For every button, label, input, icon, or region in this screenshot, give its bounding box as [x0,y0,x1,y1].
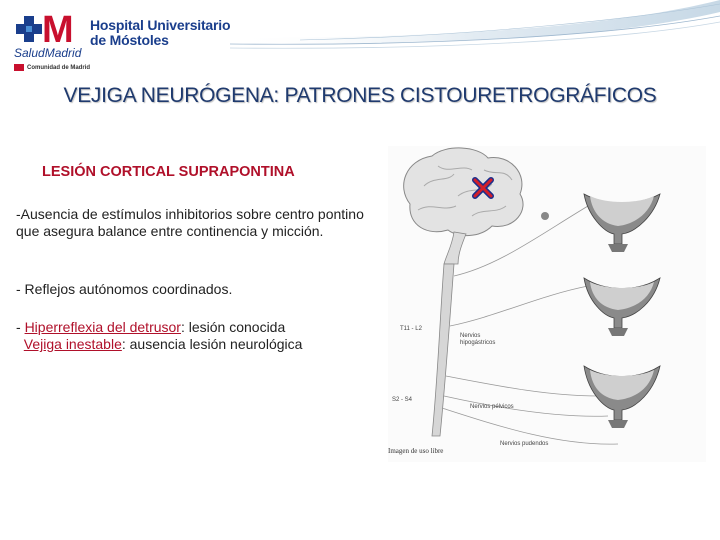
term-vejiga-inestable: Vejiga inestable [23,336,122,352]
section-title: LESIÓN CORTICAL SUPRAPONTINA [42,164,295,180]
hospital-logo: M Hospital Universitario de Móstoles Sal… [14,10,231,78]
spinal-cord [431,263,455,437]
bullet-ausencia: -Ausencia de estímulos inhibitorios sobr… [16,206,364,239]
term-hiperreflexia: Hiperreflexia del detrusor [24,319,181,335]
header-swoosh [229,0,720,49]
page-title: VEJIGA NEURÓGENA: PATRONES CISTOURETROGR… [63,84,657,107]
logo-letter: M [42,9,74,51]
logo-comunidad-text: Comunidad de Madrid [27,65,90,72]
neuro-bladder-figure [388,146,706,462]
bullet-hiperreflexia-rest: : lesión conocida [180,319,286,335]
bullet-hiperreflexia: - Hiperreflexia del detrusor: lesión con… [16,319,370,353]
logo-hospital-line2: de Móstoles [90,32,169,48]
logo-comunidad: Comunidad de Madrid [14,64,90,72]
figure-caption: Imagen de uso libre [388,447,444,455]
label-s2-s4: S2 - S4 [392,397,413,403]
ganglion-node [541,212,549,220]
logo-salud-madrid: SaludMadrid [14,46,82,60]
logo-hospital-name: Hospital Universitario de Móstoles [90,17,231,48]
label-t11-l2: T11 - L2 [400,326,422,332]
logo-cross-icon [16,16,42,42]
bullet-reflejos: - Reflejos autónomos coordinados. [16,281,233,297]
lesion-x-icon [472,177,494,199]
bladder-middle [583,277,661,336]
logo-hospital-line1: Hospital Universitario [90,17,231,33]
label-nervios-hipogastricos: Nervios hipogástricos [460,333,496,346]
bladder-bottom [583,365,661,428]
bladder-top [583,193,661,252]
label-nervios-pelvicos: Nervios pélvicos [470,404,514,410]
flag-icon [14,64,24,71]
nerve-paths [441,205,619,445]
brain-illustration [403,147,524,265]
bullet-vejiga-rest: : ausencia lesión neurológica [121,336,303,352]
bullet-dash: - [16,319,25,335]
label-nervios-pudendos: Nervios pudendos [500,441,549,447]
